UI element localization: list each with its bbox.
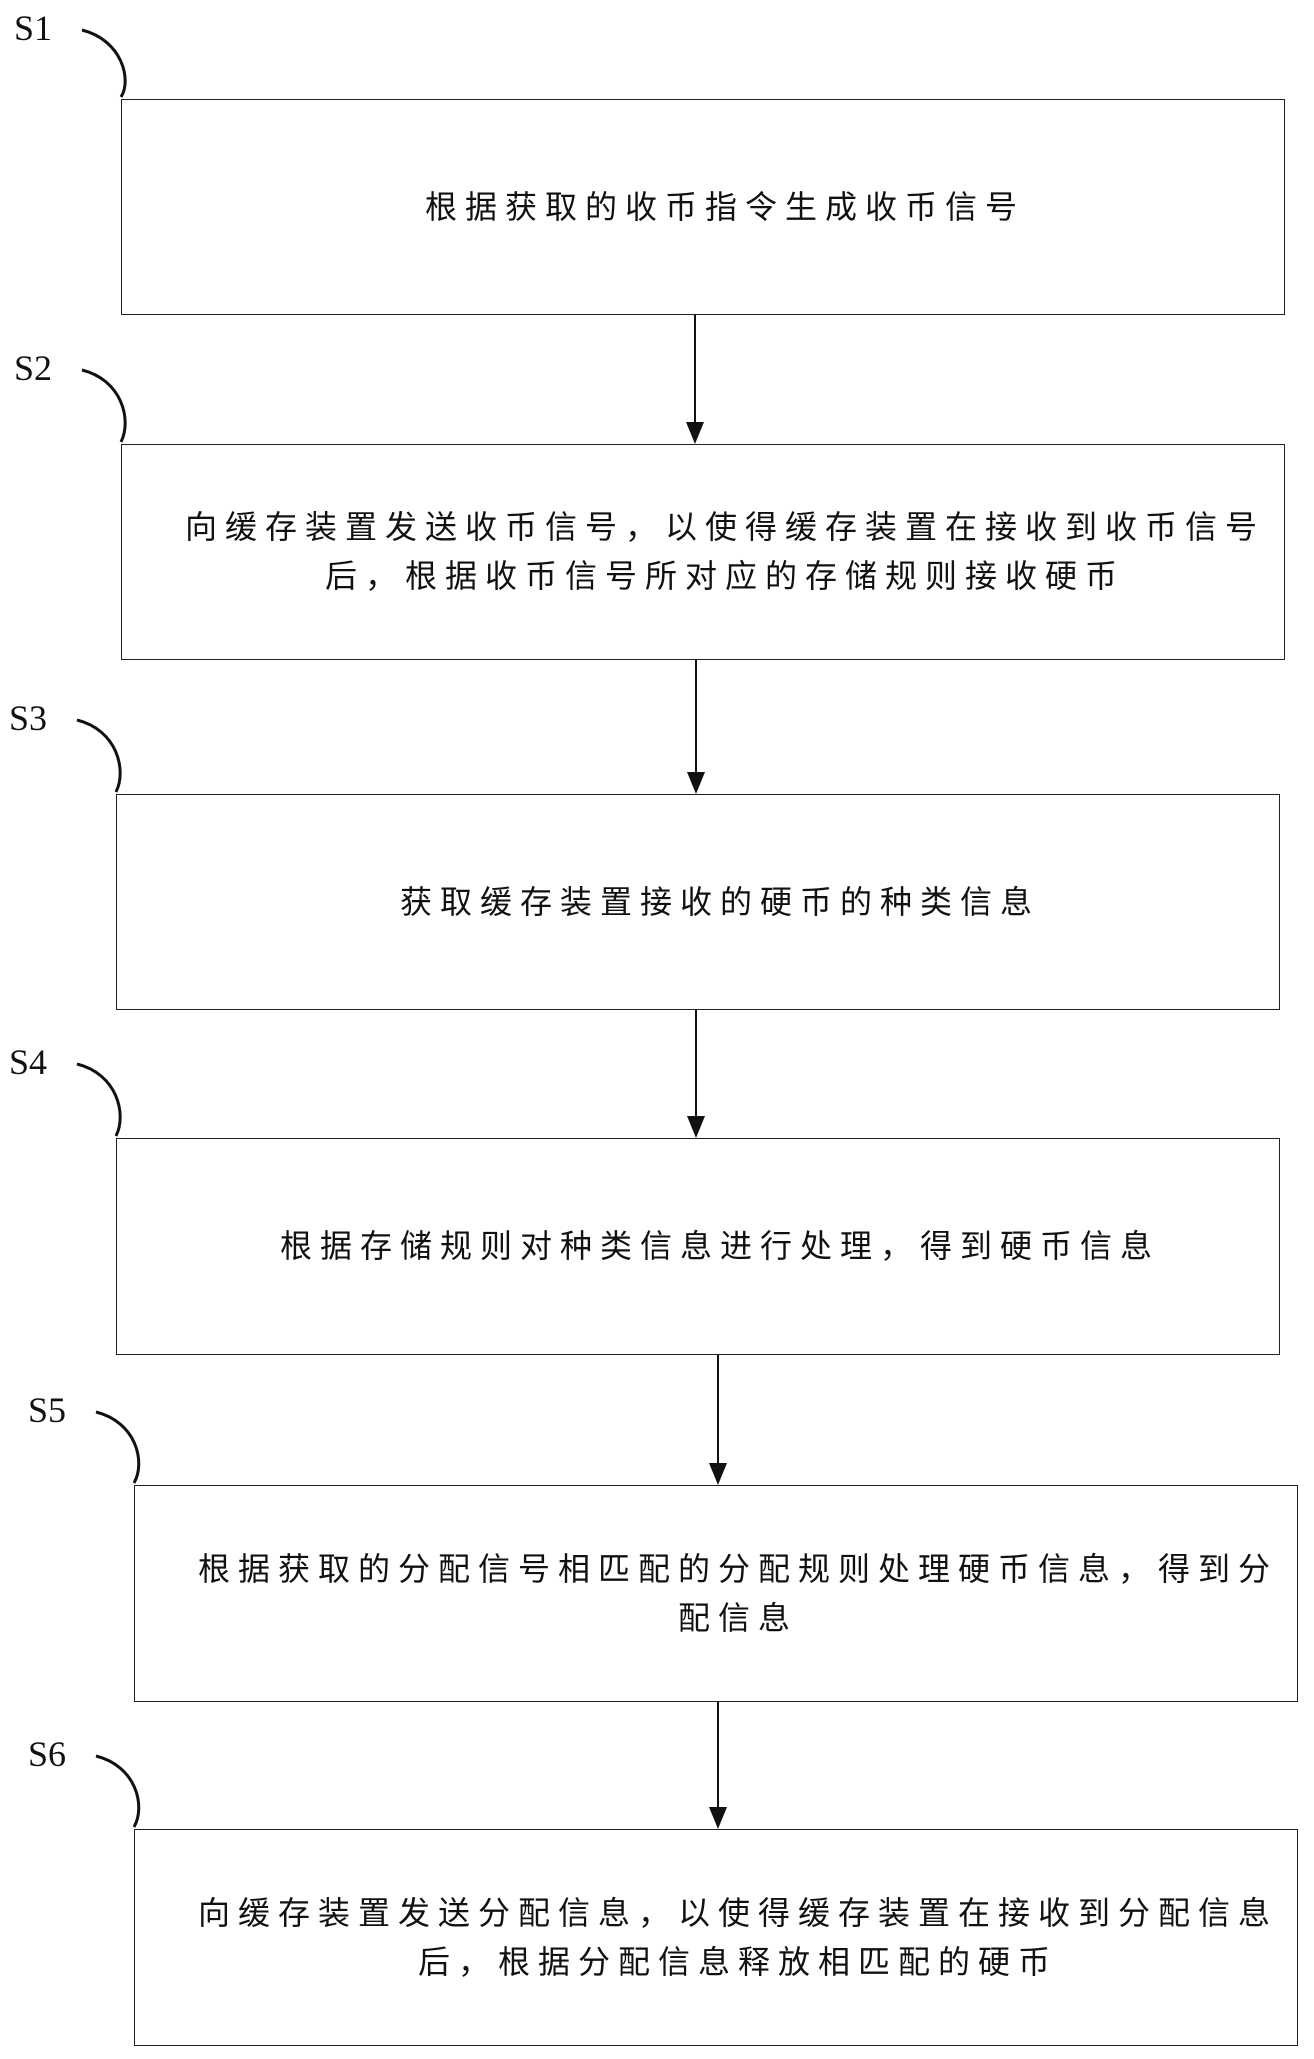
step-label: S3 — [9, 700, 47, 736]
step-text: 根据获取的收币指令生成收币信号 — [375, 183, 1031, 232]
leader-curve — [96, 1756, 139, 1827]
arrow-head — [687, 1116, 705, 1138]
step-box: 根据获取的分配信号相匹配的分配规则处理硬币信息，得到分配信息 — [134, 1485, 1298, 1702]
leader-curve — [77, 720, 120, 792]
arrow-head — [687, 772, 705, 794]
step-label: S4 — [9, 1044, 47, 1080]
leader-curve — [96, 1412, 139, 1483]
step-text: 根据获取的分配信号相匹配的分配规则处理硬币信息，得到分配信息 — [135, 1545, 1297, 1643]
step-box: 根据获取的收币指令生成收币信号 — [121, 99, 1285, 315]
leader-curve — [82, 370, 125, 442]
step-label: S2 — [14, 350, 52, 386]
step-text: 向缓存装置发送分配信息，以使得缓存装置在接收到分配信息后，根据分配信息释放相匹配… — [135, 1889, 1297, 1987]
step-text: 根据存储规则对种类信息进行处理，得到硬币信息 — [230, 1222, 1166, 1271]
step-text: 向缓存装置发送收币信号，以使得缓存装置在接收到收币信号后，根据收币信号所对应的存… — [122, 503, 1284, 601]
arrow-head — [709, 1463, 727, 1485]
step-label: S6 — [28, 1736, 66, 1772]
step-label: S5 — [28, 1392, 66, 1428]
step-label: S1 — [14, 10, 52, 46]
step-box: 向缓存装置发送收币信号，以使得缓存装置在接收到收币信号后，根据收币信号所对应的存… — [121, 444, 1285, 660]
arrow-head — [686, 422, 704, 444]
step-box: 获取缓存装置接收的硬币的种类信息 — [116, 794, 1280, 1010]
step-text: 获取缓存装置接收的硬币的种类信息 — [350, 878, 1046, 927]
leader-curve — [77, 1064, 120, 1136]
step-box: 向缓存装置发送分配信息，以使得缓存装置在接收到分配信息后，根据分配信息释放相匹配… — [134, 1829, 1298, 2046]
leader-curve — [82, 30, 125, 97]
arrow-head — [709, 1807, 727, 1829]
step-box: 根据存储规则对种类信息进行处理，得到硬币信息 — [116, 1138, 1280, 1355]
